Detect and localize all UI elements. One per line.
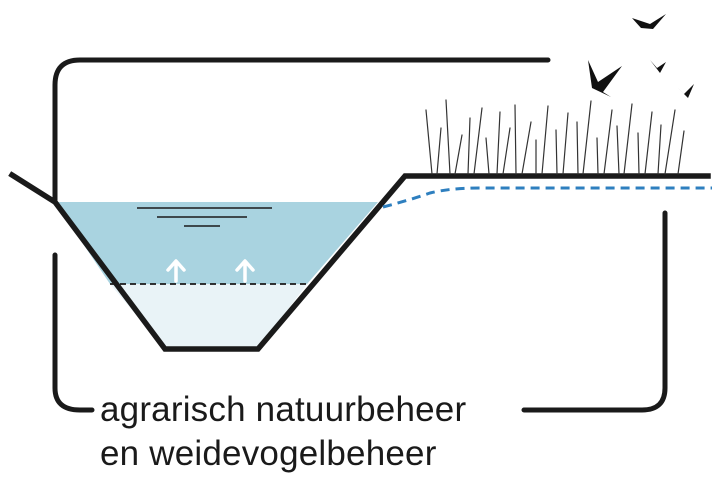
caption-line-2: en weidevogelbeheer: [100, 436, 437, 471]
bracket-frame-right: [524, 213, 665, 410]
water-table-dashed: [383, 188, 712, 207]
flying-bird-icon: [678, 84, 694, 98]
grass-tufts: [426, 100, 684, 174]
caption-line-1: agrarisch natuurbeheer: [100, 392, 466, 427]
flying-bird-icon: [650, 60, 666, 73]
bracket-frame-left: [55, 255, 92, 410]
flying-bird-icon: [588, 60, 622, 97]
ditch-water: [55, 202, 378, 284]
bracket-frame: [55, 60, 548, 200]
flying-bird-icon: [632, 14, 666, 29]
